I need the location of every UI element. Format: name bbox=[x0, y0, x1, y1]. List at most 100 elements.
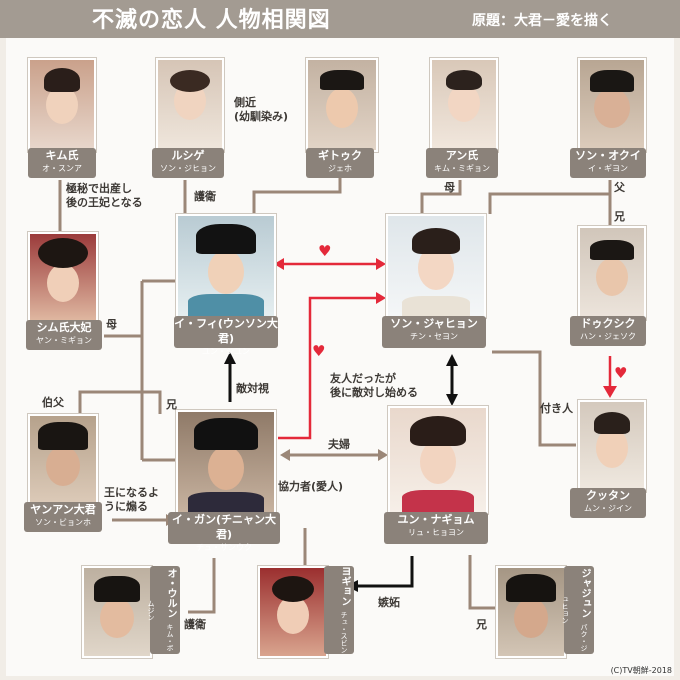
rel-ani1: 兄 bbox=[614, 210, 625, 223]
rel-kyoryoku: 協力者(愛人) bbox=[278, 480, 344, 493]
portrait-kuttan bbox=[578, 400, 646, 492]
rel-haha1: 母 bbox=[444, 181, 455, 194]
rel-sokkin: 側近 (幼馴染み) bbox=[234, 96, 289, 123]
rel-ani3: 兄 bbox=[476, 618, 487, 631]
portrait-kim bbox=[28, 58, 96, 152]
actor-gang: チュ・サンウク bbox=[196, 543, 252, 552]
label-rusige: ルシゲ ソン・ジヒョン bbox=[152, 148, 224, 178]
name-kuttan: クッタン bbox=[586, 489, 630, 502]
actor-deuksik: ハン・ジェソク bbox=[580, 332, 636, 341]
actor-yangan: ソン・ビョンホ bbox=[35, 518, 91, 527]
name-yangan: ヤンアン大君 bbox=[30, 503, 96, 516]
rel-ani2: 兄 bbox=[166, 398, 177, 411]
label-deuksik: ドゥクシク ハン・ジェソク bbox=[570, 316, 646, 346]
portrait-yangan bbox=[28, 414, 98, 506]
heart-icon: ♥ bbox=[318, 242, 332, 260]
copyright: (C)TV朝鮮-2018 bbox=[610, 666, 672, 675]
name-yogyeong: ヨギョン bbox=[339, 566, 350, 607]
name-kim: キム氏 bbox=[45, 149, 79, 162]
arrowhead-friend-down bbox=[446, 394, 458, 406]
name-jajun: ジャジュン bbox=[579, 568, 590, 619]
label-yogyeong: ヨギョン チュ・スビン bbox=[324, 566, 354, 654]
name-gitok: ギトゥク bbox=[318, 149, 362, 162]
name-rusige: ルシゲ bbox=[171, 149, 205, 162]
portrait-gang bbox=[176, 410, 276, 514]
arrowhead-love-right bbox=[376, 258, 386, 270]
portrait-sim bbox=[28, 232, 98, 324]
label-jajun: ジャジュン パク・ジュヒョン bbox=[561, 566, 594, 654]
header-bar: 不滅の恋人 人物相関図 原題：大君－愛を描く bbox=[0, 0, 680, 38]
actor-rusige: ソン・ジヒョン bbox=[160, 164, 216, 173]
label-hwi: イ・フィ(ウンソン大君) ユン・シユン bbox=[174, 316, 278, 356]
arrowhead-deuksik-love bbox=[603, 386, 617, 398]
actor-kuttan: ムン・ジイン bbox=[584, 504, 632, 513]
chart-title: 不滅の恋人 人物相関図 bbox=[92, 8, 331, 33]
portrait-sonok bbox=[578, 58, 646, 152]
label-kim: キム氏 オ・スンア bbox=[28, 148, 96, 178]
line-sonok-jahyeon bbox=[488, 180, 612, 214]
name-an: アン氏 bbox=[445, 149, 479, 162]
arrowhead-marriage-right bbox=[378, 449, 388, 461]
portrait-rusige bbox=[156, 58, 224, 152]
arrowhead-gang-love bbox=[376, 292, 386, 304]
actor-sonok: イ・ギヨン bbox=[588, 164, 628, 173]
label-gitok: ギトゥク ジェホ bbox=[306, 148, 374, 178]
rel-oji: 伯父 bbox=[42, 396, 64, 409]
label-sim: シム氏大妃 ヤン・ミギョン bbox=[26, 320, 102, 350]
portrait-deuksik bbox=[578, 226, 646, 320]
rel-fufu: 夫婦 bbox=[328, 438, 350, 451]
label-an: アン氏 キム・ミギョン bbox=[426, 148, 498, 178]
rel-kim-note: 極秘で出産し 後の王妃となる bbox=[66, 182, 143, 209]
label-yangan: ヤンアン大君 ソン・ビョンホ bbox=[24, 502, 102, 532]
rel-tekitaishi: 敵対視 bbox=[236, 382, 269, 395]
actor-jahyeon: チン・セヨン bbox=[410, 332, 458, 341]
actor-jajun: パク・ジュヒョン bbox=[561, 596, 588, 652]
rel-goei2: 護衛 bbox=[184, 618, 206, 631]
arrowhead-marriage-left bbox=[280, 449, 290, 461]
line-yangan-gang bbox=[78, 390, 162, 414]
line-gang-jahyeon-love bbox=[278, 296, 378, 440]
arrowhead-love-left bbox=[274, 258, 284, 270]
portrait-gitok bbox=[306, 58, 378, 152]
rel-yuujin: 友人だったが 後に敵対し始める bbox=[330, 372, 418, 399]
name-deuksik: ドゥクシク bbox=[580, 317, 636, 330]
portrait-yogyeong bbox=[258, 566, 328, 658]
portrait-jahyeon bbox=[386, 214, 486, 318]
heart-icon: ♥ bbox=[312, 342, 326, 360]
line-jahyeon-kuttan bbox=[492, 350, 576, 447]
name-jahyeon: ソン・ジャヒョン bbox=[390, 317, 478, 330]
label-jahyeon: ソン・ジャヒョン チン・セヨン bbox=[382, 316, 486, 348]
chart-subtitle: 原題：大君－愛を描く bbox=[472, 13, 612, 29]
rel-tsukibito: 付き人 bbox=[540, 402, 573, 415]
label-gang: イ・ガン(チニャン大君) チュ・サンウク bbox=[168, 512, 280, 552]
label-nagyeom: ユン・ナギョム リュ・ヒョヨン bbox=[384, 512, 488, 544]
actor-kim: オ・スンア bbox=[42, 164, 82, 173]
portrait-an bbox=[430, 58, 498, 152]
name-gang: イ・ガン(チニャン大君) bbox=[171, 513, 277, 541]
actor-yogyeong: チュ・スビン bbox=[340, 611, 348, 654]
heart-icon: ♥ bbox=[614, 364, 628, 382]
portrait-oun bbox=[82, 566, 152, 658]
label-oun: オ・ウルン キム・ボムジン bbox=[147, 566, 180, 654]
arrowhead-friend-up bbox=[446, 354, 458, 366]
line-oun-gang bbox=[188, 558, 216, 614]
portrait-nagyeom bbox=[388, 406, 488, 514]
actor-an: キム・ミギョン bbox=[434, 164, 490, 173]
name-sim: シム氏大妃 bbox=[36, 321, 92, 334]
rel-chichi: 父 bbox=[614, 181, 625, 194]
actor-sim: ヤン・ミギョン bbox=[36, 336, 92, 345]
actor-gitok: ジェホ bbox=[328, 164, 352, 173]
line-an-jahyeon bbox=[420, 180, 462, 214]
name-sonok: ソン・オクイ bbox=[575, 149, 641, 162]
actor-nagyeom: リュ・ヒョヨン bbox=[408, 528, 464, 537]
portrait-hwi bbox=[176, 214, 276, 318]
rel-shitto: 嫉妬 bbox=[378, 596, 400, 609]
rel-aoru: 王になるよ うに煽る bbox=[104, 486, 159, 513]
name-oun: オ・ウルン bbox=[165, 568, 176, 619]
label-sonok: ソン・オクイ イ・ギヨン bbox=[570, 148, 646, 178]
name-nagyeom: ユン・ナギョム bbox=[397, 513, 475, 526]
actor-hwi: ユン・シユン bbox=[202, 347, 250, 356]
rel-goei1: 護衛 bbox=[194, 190, 216, 203]
